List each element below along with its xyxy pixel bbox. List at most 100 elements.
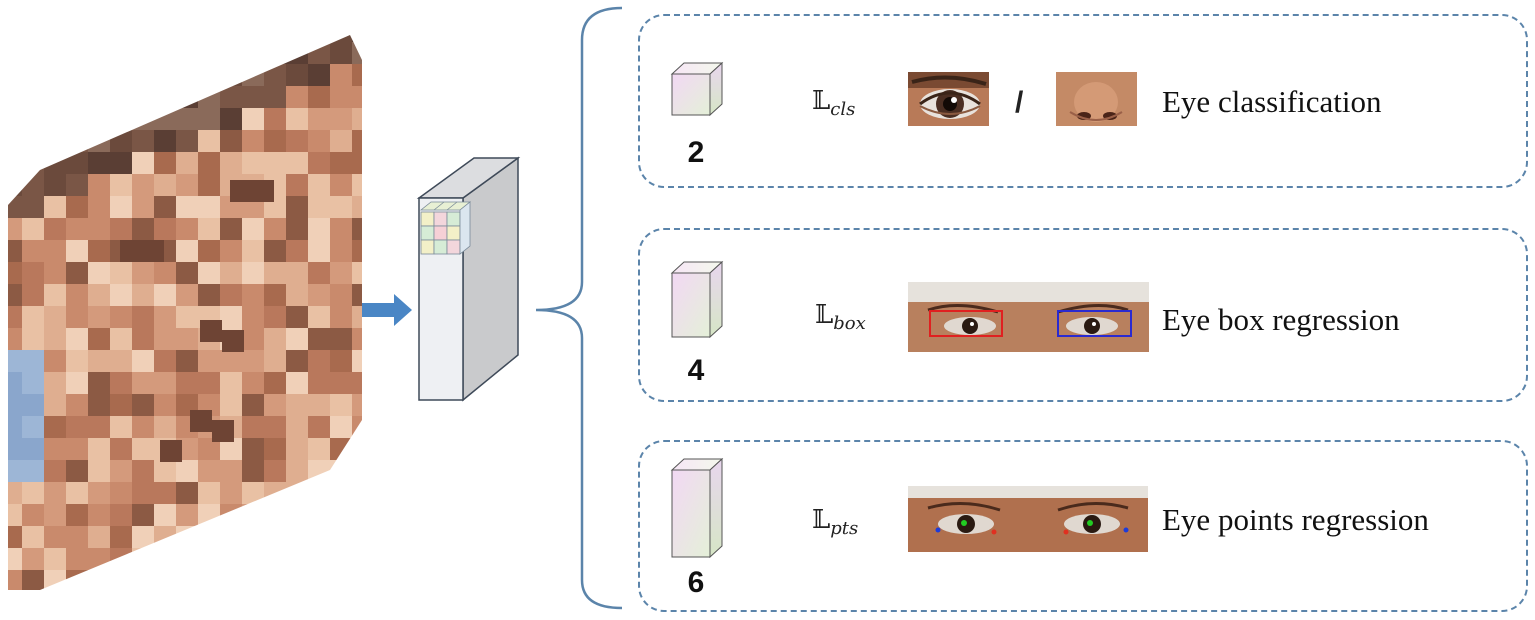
eye-box-sample-image: [908, 282, 1149, 352]
face-pixel: [88, 306, 110, 328]
face-pixel: [22, 262, 44, 284]
non-eye-sample-image: [1056, 72, 1137, 126]
face-pixel: [330, 416, 352, 438]
face-pixel: [330, 262, 352, 284]
face-pixel: [22, 372, 44, 394]
face-pixel: [132, 504, 154, 526]
face-pixel: [88, 394, 110, 416]
face-pixel: [352, 416, 362, 438]
cube-2-channels: [670, 61, 724, 117]
eye-points-sample-image: [908, 486, 1148, 552]
face-pixel: [308, 262, 330, 284]
loss-subscript: box: [833, 313, 866, 334]
face-pixel: [8, 240, 22, 262]
face-pixel: [308, 64, 330, 86]
face-pixel: [198, 130, 220, 152]
face-pixel: [286, 64, 308, 86]
face-pixel: [330, 130, 352, 152]
face-pixel: [22, 284, 44, 306]
face-pixel: [286, 306, 308, 328]
face-pixel: [8, 438, 22, 460]
face-pixel: [8, 548, 22, 570]
face-pixel: [154, 416, 176, 438]
channel-count-6: 6: [687, 566, 705, 599]
face-pixel: [176, 240, 198, 262]
face-pixel: [242, 240, 264, 262]
face-pixel: [22, 526, 44, 548]
face-pixel: [220, 438, 242, 460]
face-pixel: [22, 394, 44, 416]
face-pixel: [220, 130, 242, 152]
face-pixel: [198, 108, 220, 130]
face-pixel: [330, 328, 352, 350]
face-pixel: [8, 372, 22, 394]
face-pixel: [110, 372, 132, 394]
face-pixel: [308, 108, 330, 130]
face-pixel: [264, 394, 286, 416]
left-inner-corner-point: [991, 529, 997, 535]
right-pupil-point: [1087, 520, 1093, 526]
face-pixel: [308, 86, 330, 108]
face-pixel: [154, 284, 176, 306]
face-pixel: [286, 350, 308, 372]
face-pixel: [8, 394, 22, 416]
face-pixel: [8, 504, 22, 526]
face-pixel: [66, 372, 88, 394]
face-pixel: [8, 526, 22, 548]
face-pixel: [22, 196, 44, 218]
face-pixel: [44, 548, 66, 570]
face-pixel: [308, 372, 330, 394]
face-pixel: [264, 284, 286, 306]
face-pixel: [352, 86, 362, 108]
face-pixel: [264, 438, 286, 460]
face-pixel: [176, 130, 198, 152]
face-pixel: [22, 306, 44, 328]
face-pixel: [66, 196, 88, 218]
face-pixel: [8, 328, 22, 350]
face-pixel: [44, 460, 66, 482]
face-pixel: [308, 218, 330, 240]
face-pixel: [242, 130, 264, 152]
face-pixel: [286, 152, 308, 174]
face-pixel: [132, 526, 154, 548]
face-pixel: [352, 262, 362, 284]
face-pixel: [44, 262, 66, 284]
face-pixel: [132, 284, 154, 306]
face-pixel: [352, 130, 362, 152]
face-pixel: [66, 460, 88, 482]
face-pixel: [44, 350, 66, 372]
face-pixel: [308, 174, 330, 196]
face-pixel: [352, 328, 362, 350]
face-pixel: [88, 328, 110, 350]
face-pixel: [110, 174, 132, 196]
face-pixel: [308, 130, 330, 152]
classification-panel: [638, 14, 1528, 188]
face-pixel: [286, 328, 308, 350]
face-pixel: [154, 130, 176, 152]
face-pixel: [352, 394, 362, 416]
face-pixel: [132, 262, 154, 284]
face-pixel: [110, 482, 132, 504]
face-pixel: [132, 130, 154, 152]
face-pixel: [44, 526, 66, 548]
loss-subscript: pts: [830, 518, 859, 539]
face-pixel: [176, 174, 198, 196]
face-pixel: [220, 284, 242, 306]
face-pixel: [110, 328, 132, 350]
face-pixel: [22, 460, 44, 482]
face-pixel: [8, 284, 22, 306]
left-eye-box: [929, 310, 1003, 337]
face-pixel: [132, 328, 154, 350]
right-eye-box: [1057, 310, 1132, 337]
face-pixel: [88, 526, 110, 548]
face-pixel: [242, 438, 264, 460]
face-pixel: [88, 152, 110, 174]
face-pixel: [110, 306, 132, 328]
face-pixel: [198, 240, 220, 262]
face-pixel: [286, 130, 308, 152]
face-pixel: [66, 350, 88, 372]
face-pixel: [264, 416, 286, 438]
face-pixel: [8, 460, 22, 482]
face-pixel: [132, 152, 154, 174]
face-pixel: [264, 218, 286, 240]
